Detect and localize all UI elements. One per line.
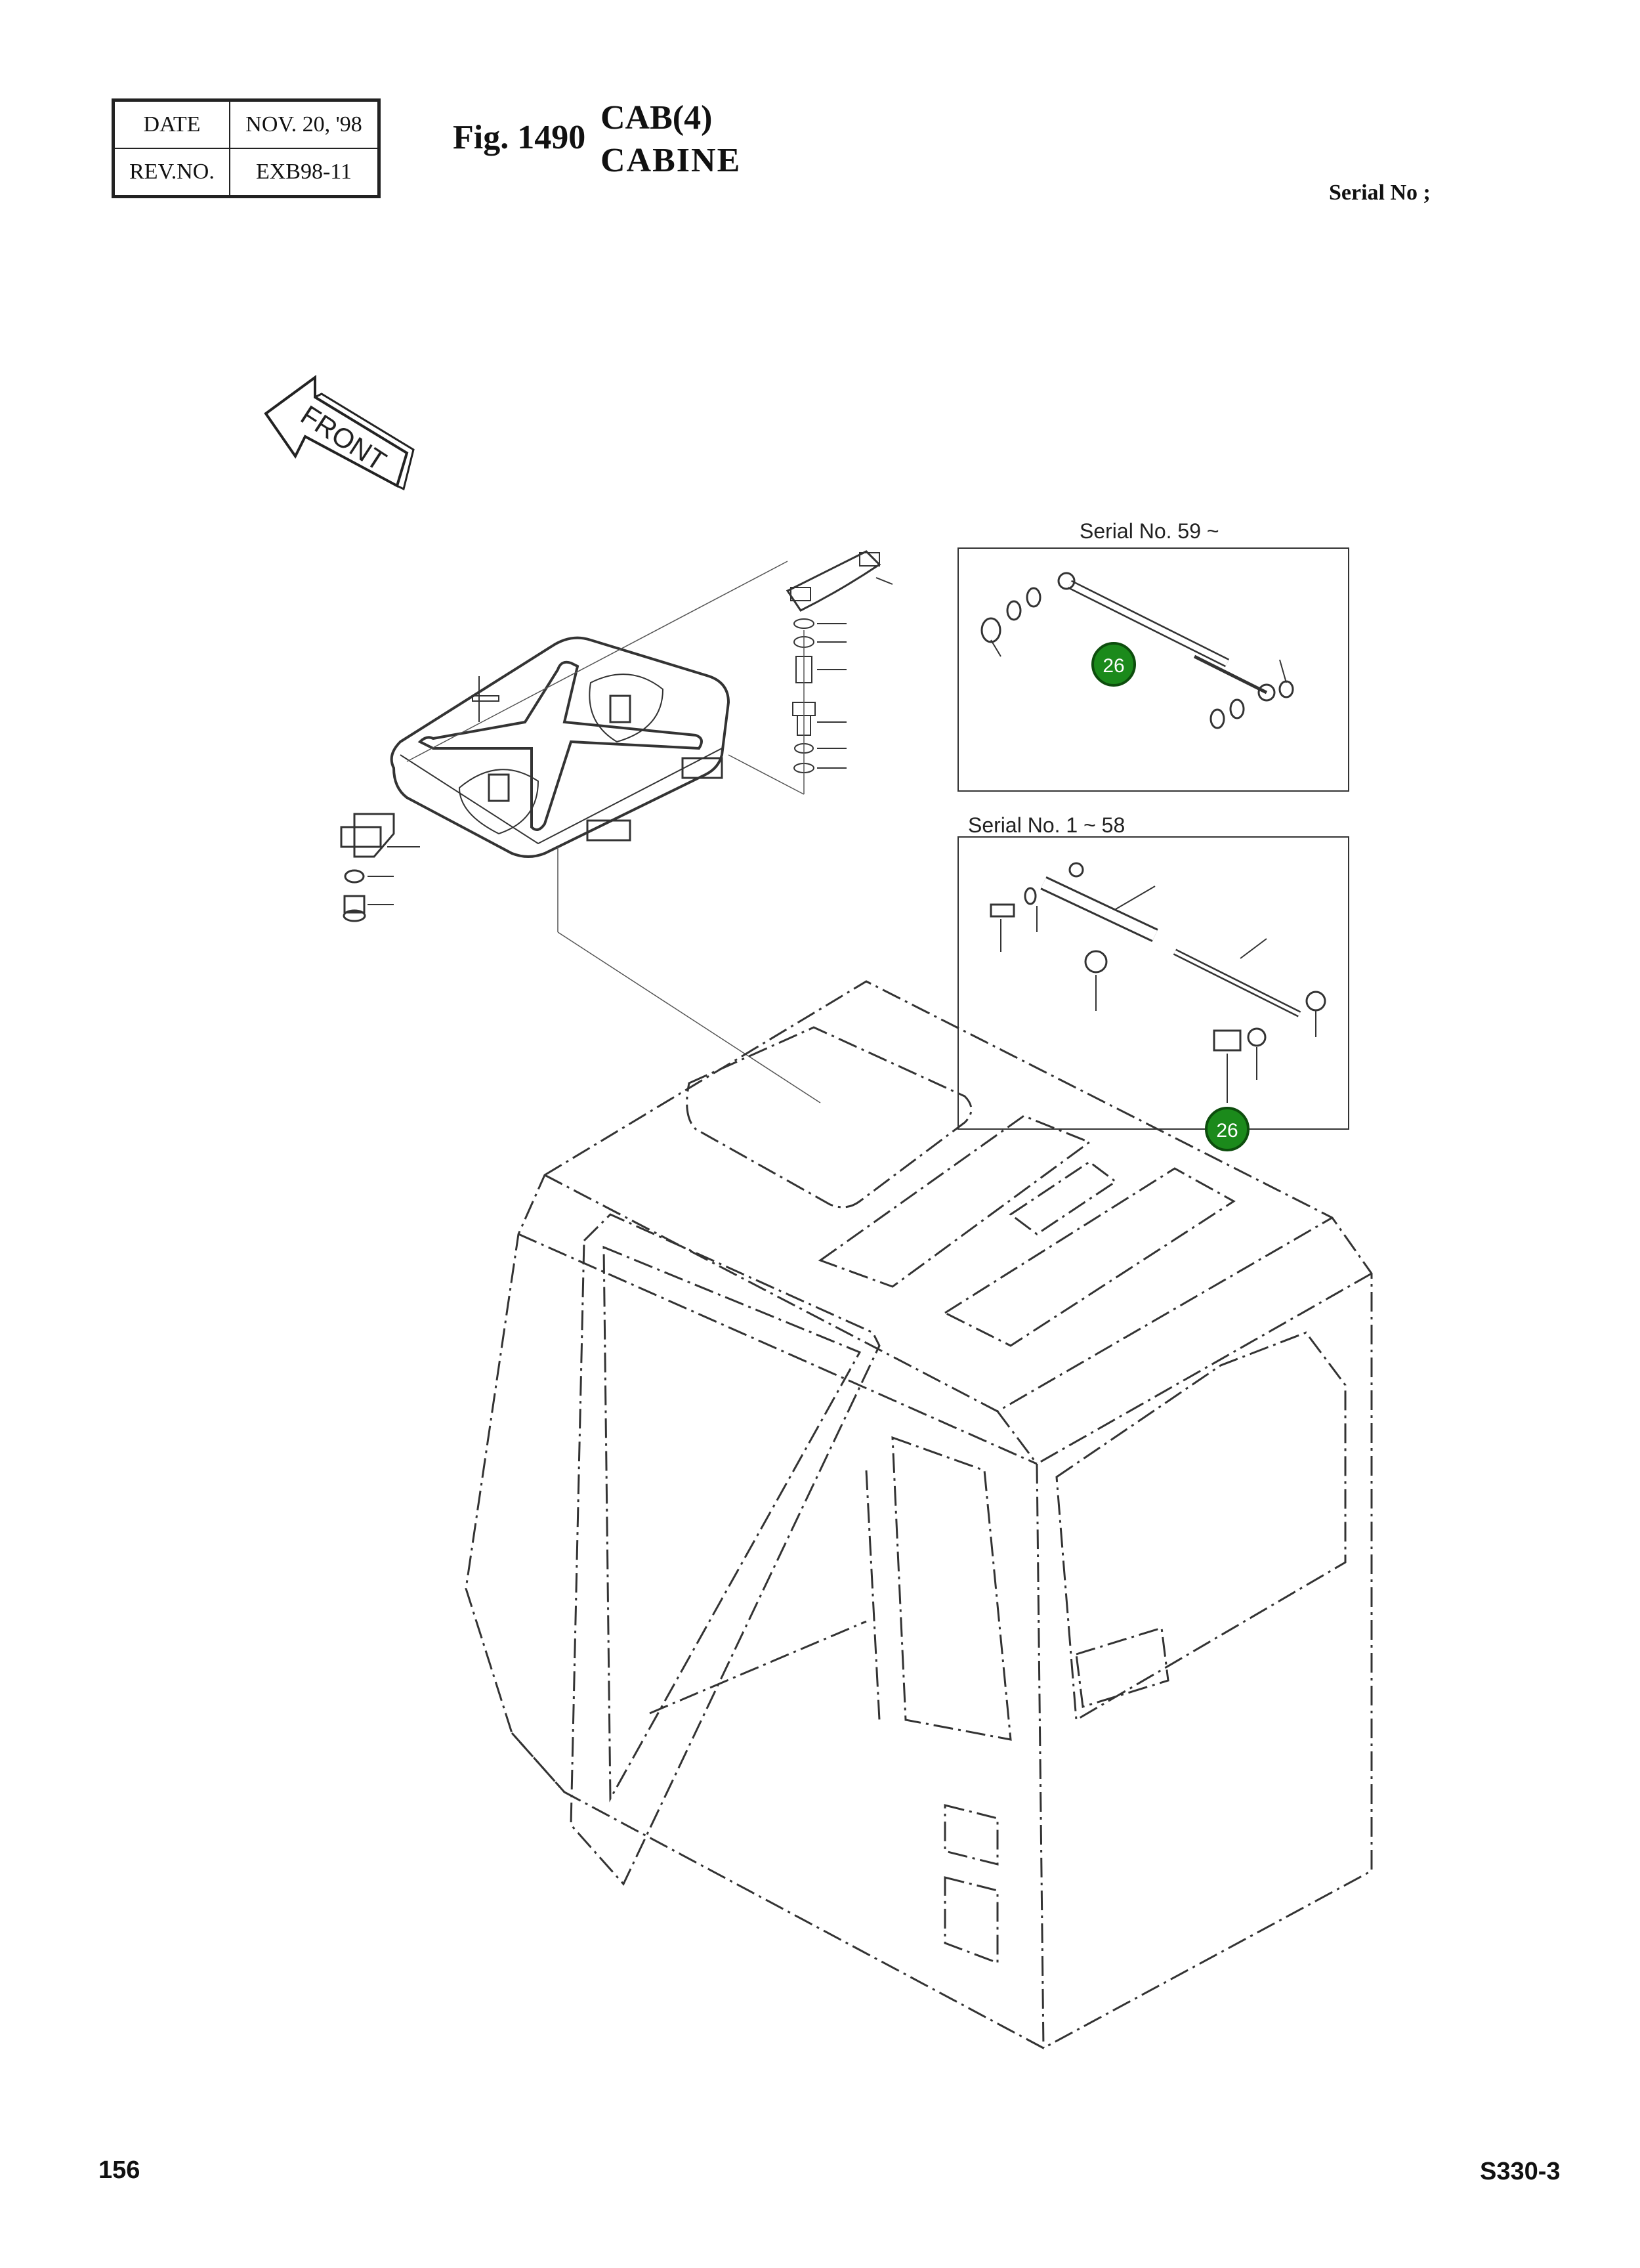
serial-59-box [957,547,1349,792]
serial-1-58-box [957,836,1349,1130]
roof-hatch-plate [390,636,730,858]
serial-number-label: Serial No ; [1329,181,1431,205]
gas-spring-assembly [980,572,1294,729]
callout-26-upper-text: 26 [1103,655,1124,677]
front-arrow-icon [264,375,415,491]
page-number: 156 [98,2156,140,2184]
date-row: DATE NOV. 20, '98 [112,99,380,149]
revision-info-table: DATE NOV. 20, '98 REV.NO. EXB98-11 [112,98,381,198]
grab-handle-hardware [786,550,893,773]
title-french: CABINE [600,142,742,179]
hinge-bracket-left [340,813,420,922]
leader-lines [406,561,821,1103]
stay-rod-assembly [990,862,1326,1103]
serial-1-58-label: Serial No. 1 ~ 58 [968,813,1125,837]
model-code: S330-3 [1480,2158,1561,2185]
serial-59-label: Serial No. 59 ~ [1080,519,1219,543]
rev-row: REV.NO. EXB98-11 [112,148,380,198]
cabin-body [465,980,1373,2049]
rev-label: REV.NO. [112,148,230,198]
callout-26-lower: 26 [1205,1107,1250,1151]
title-english: CAB(4) [600,99,713,137]
date-label: DATE [112,99,230,149]
callout-26-upper: 26 [1091,642,1136,687]
date-value: NOV. 20, '98 [229,99,380,149]
figure-number: Fig. 1490 [453,119,586,156]
rev-value: EXB98-11 [229,148,380,198]
callout-26-lower-text: 26 [1216,1120,1238,1142]
